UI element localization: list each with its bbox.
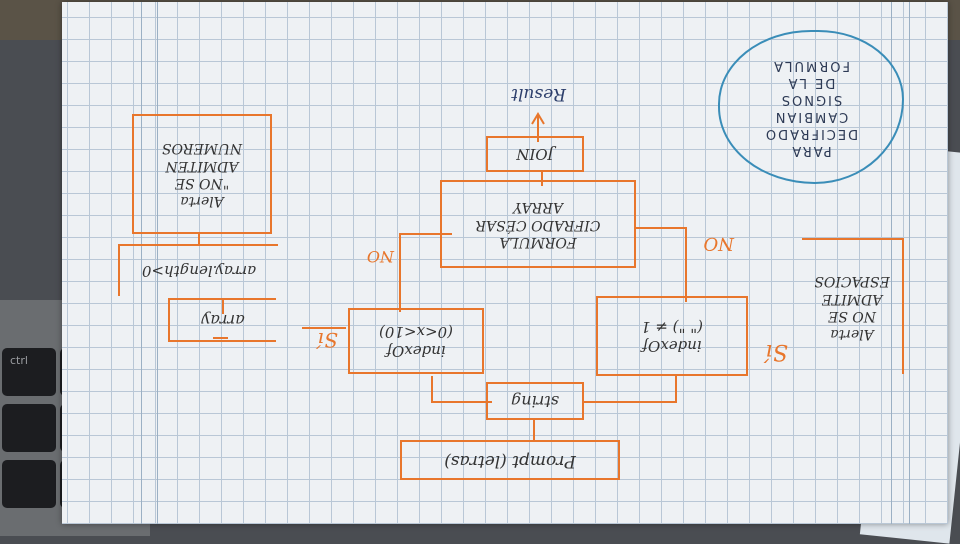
label-no-spaces: NO xyxy=(703,233,734,254)
array-label: array xyxy=(201,311,245,330)
join-label: JOIN xyxy=(516,145,554,164)
label-no-numbers: NO xyxy=(366,247,394,266)
alert-spaces-node: Alerta NO SE ADMITE ESPACIOS xyxy=(802,238,904,374)
input-string: string xyxy=(486,382,584,420)
start-prompt: Prompt (letras) xyxy=(400,440,620,480)
alert-numbers-node: Alerta "NO SE ADMITEN NUMEROS xyxy=(132,114,272,234)
keyboard-key: ctrl xyxy=(2,348,56,396)
array-length-node: array.length>0 xyxy=(118,244,278,296)
label-si-spaces: Sí xyxy=(765,339,788,364)
check-spaces-line2: (" ") ≠ 1 xyxy=(641,318,703,336)
formula-line2: CIFRADO CÉSAR xyxy=(475,216,601,233)
result-label: Result xyxy=(511,84,566,104)
alert-spaces-line3: ADMITE xyxy=(821,291,883,307)
note-line: DE LA xyxy=(786,75,836,91)
note-line: CAMBIAN xyxy=(773,108,849,124)
flow-connectors xyxy=(198,112,687,442)
join-node: JOIN xyxy=(486,136,584,172)
check-numbers-node: indexOf (0<x<10) xyxy=(348,308,484,374)
alert-spaces-line1: Alerta xyxy=(830,326,874,342)
formula-node: FORMULA CIFRADO CÉSAR ARRAY xyxy=(440,180,636,268)
formula-line1: FORMULA xyxy=(499,234,577,251)
check-spaces-node: indexOf (" ") ≠ 1 xyxy=(596,296,748,376)
alert-numbers-line1: Alerta xyxy=(180,193,224,209)
alert-numbers-line3: ADMITEN xyxy=(165,158,239,174)
note-line: PARA xyxy=(790,142,832,158)
notebook-page: Prompt (letras) string indexOf (" ") ≠ 1… xyxy=(62,2,948,524)
note-line: SIGNOS xyxy=(779,92,843,107)
check-numbers-line2: (0<x<10) xyxy=(379,323,453,341)
alert-spaces-line4: ESPACIOS xyxy=(814,273,890,290)
keyboard-key xyxy=(2,460,56,508)
label-si-numbers: Sí xyxy=(317,328,338,352)
note-line: DECIFRADO xyxy=(763,125,859,141)
alert-numbers-line2: "NO SE xyxy=(174,175,230,192)
array-node: array xyxy=(168,298,276,342)
array-length-label: array.length>0 xyxy=(141,262,257,281)
keyboard-key xyxy=(2,404,56,452)
check-spaces-line1: indexOf xyxy=(642,336,702,355)
start-prompt-label: Prompt (letras) xyxy=(444,450,576,471)
note-line: FORMULA xyxy=(772,58,850,74)
formula-line3: ARRAY xyxy=(513,199,563,216)
alert-spaces-line2: NO SE xyxy=(828,308,876,325)
input-string-label: string xyxy=(511,392,559,411)
check-numbers-line1: indexOf xyxy=(386,341,446,360)
alert-numbers-line4: NUMEROS xyxy=(161,140,243,157)
